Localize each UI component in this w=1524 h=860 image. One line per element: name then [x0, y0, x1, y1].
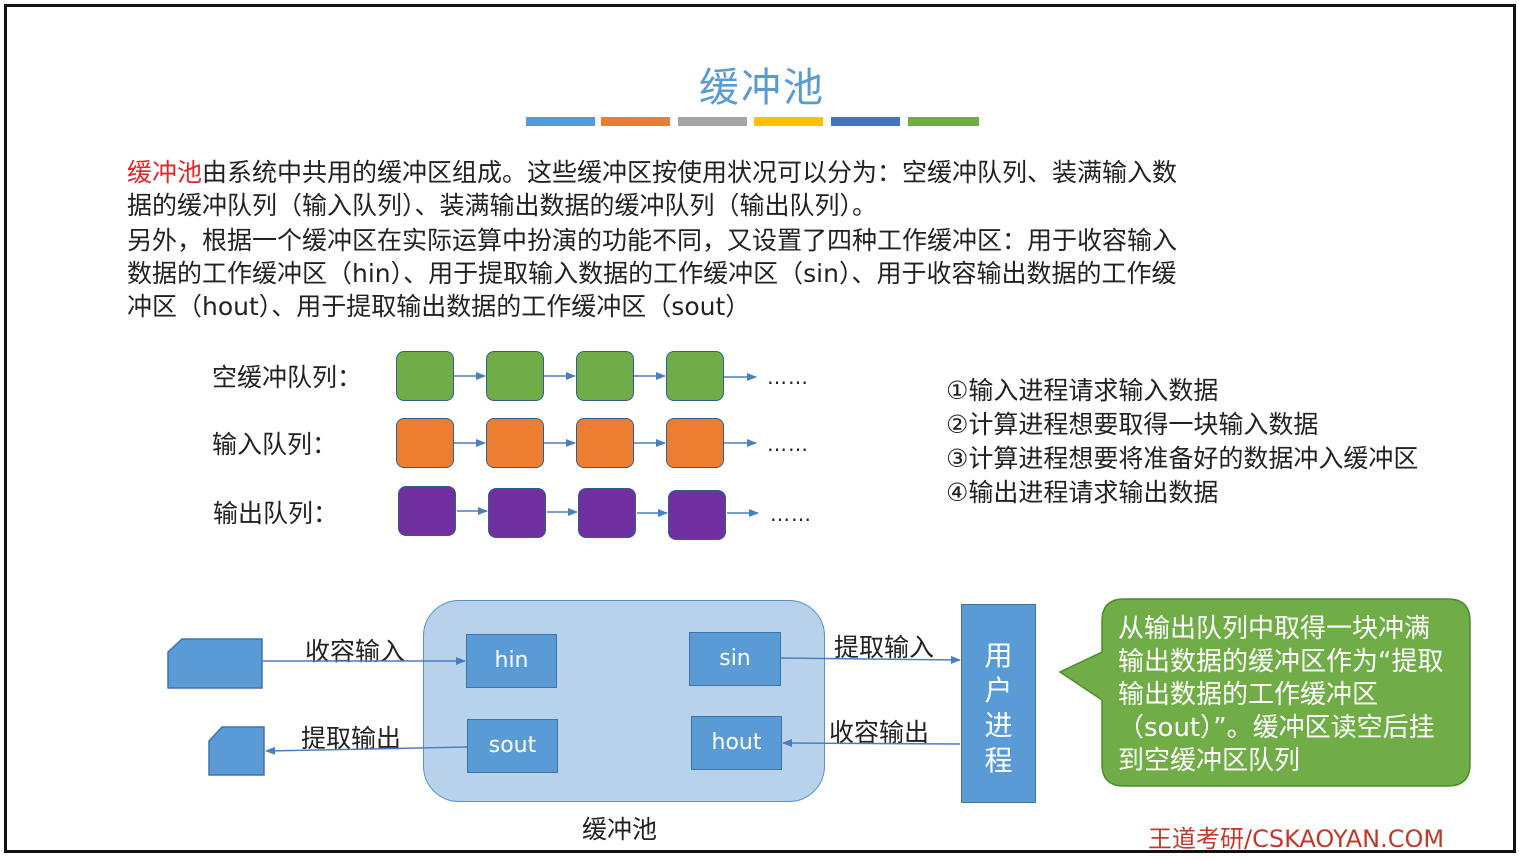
- output-device-icon: [208, 726, 265, 776]
- intro-line-2: 据的缓冲队列（输入队列）、装满输出数据的缓冲队列（输出队列）。: [127, 191, 878, 220]
- output-queue-node: [578, 488, 636, 538]
- hin-buffer: hin: [466, 634, 557, 688]
- hout-buffer: hout: [691, 716, 782, 770]
- queue-label-empty: 空缓冲队列：: [212, 363, 363, 392]
- input-queue-ellipsis: ……: [767, 432, 809, 456]
- step-4: ④输出进程请求输出数据: [946, 478, 1219, 507]
- output-queue-node: [668, 490, 726, 540]
- user-process-box: 用户进程: [961, 604, 1036, 803]
- callout-bubble: [1058, 598, 1471, 787]
- empty-queue-node: [396, 351, 454, 401]
- slide-title: 缓冲池: [699, 65, 825, 111]
- intro-line-3: 另外，根据一个缓冲区在实际运算中扮演的功能不同，又设置了四种工作缓冲区：用于收容…: [127, 226, 1178, 255]
- sout-buffer: sout: [467, 719, 558, 773]
- intro-paragraph-2: 另外，根据一个缓冲区在实际运算中扮演的功能不同，又设置了四种工作缓冲区：用于收容…: [127, 224, 1357, 323]
- footer-watermark: 王道考研/CSKAOYAN.COM: [1148, 825, 1445, 853]
- collect-output-arrow: [782, 739, 961, 748]
- input-queue-node: [576, 418, 634, 468]
- sin-buffer: sin: [689, 632, 781, 686]
- input-queue-node: [486, 418, 544, 468]
- color-bar-3: [678, 117, 747, 126]
- user-process-label: 用户进程: [984, 639, 1013, 777]
- intro-line-5: 冲区（hout）、用于提取输出数据的工作缓冲区（sout）: [127, 292, 751, 321]
- queue-label-input: 输入队列：: [212, 430, 338, 459]
- output-queue-node: [398, 486, 456, 536]
- step-2: ②计算进程想要取得一块输入数据: [946, 410, 1319, 439]
- collect-output-label: 收容输出: [829, 718, 930, 747]
- empty-queue-node: [486, 351, 544, 401]
- color-bar-1: [526, 117, 595, 126]
- keyword-buffer-pool: 缓冲池: [127, 158, 203, 187]
- color-bar-6: [908, 117, 979, 126]
- extract-output-arrow: [265, 746, 468, 755]
- empty-queue-node: [576, 351, 634, 401]
- queue-arrows: [454, 372, 759, 517]
- extract-input-label: 提取输入: [834, 633, 935, 662]
- slide-frame: [4, 4, 1516, 853]
- queue-label-output: 输出队列：: [213, 499, 339, 528]
- color-bar-2: [601, 117, 670, 126]
- step-3: ③计算进程想要将准备好的数据冲入缓冲区: [946, 444, 1419, 473]
- intro-paragraph-1: 缓冲池由系统中共用的缓冲区组成。这些缓冲区按使用状况可以分为：空缓冲队列、装满输…: [127, 156, 1357, 222]
- color-bar-4: [754, 117, 823, 126]
- intro-line-1: 缓冲池由系统中共用的缓冲区组成。这些缓冲区按使用状况可以分为：空缓冲队列、装满输…: [127, 156, 1357, 189]
- input-queue-node: [396, 418, 454, 468]
- buffer-pool-label: 缓冲池: [582, 815, 658, 844]
- empty-queue-ellipsis: ……: [767, 365, 809, 389]
- output-queue-node: [488, 488, 546, 538]
- empty-queue-node: [666, 351, 724, 401]
- step-1: ①输入进程请求输入数据: [946, 376, 1219, 405]
- output-queue-ellipsis: ……: [770, 502, 812, 526]
- extract-input-arrow: [780, 655, 961, 664]
- steps-list: ①输入进程请求输入数据 ②计算进程想要取得一块输入数据 ③计算进程想要将准备好的…: [946, 374, 1418, 510]
- input-device-icon: [167, 638, 263, 689]
- intro-line-4: 数据的工作缓冲区（hin）、用于提取输入数据的工作缓冲区（sin）、用于收容输出…: [127, 259, 1177, 288]
- input-queue-node: [666, 418, 724, 468]
- intro-line-1-rest: 由系统中共用的缓冲区组成。这些缓冲区按使用状况可以分为：空缓冲队列、装满输入数: [202, 158, 1178, 187]
- color-bar-5: [831, 117, 900, 126]
- callout-text: 从输出队列中取得一块冲满输出数据的缓冲区作为“提取输出数据的工作缓冲区（sout…: [1118, 614, 1444, 776]
